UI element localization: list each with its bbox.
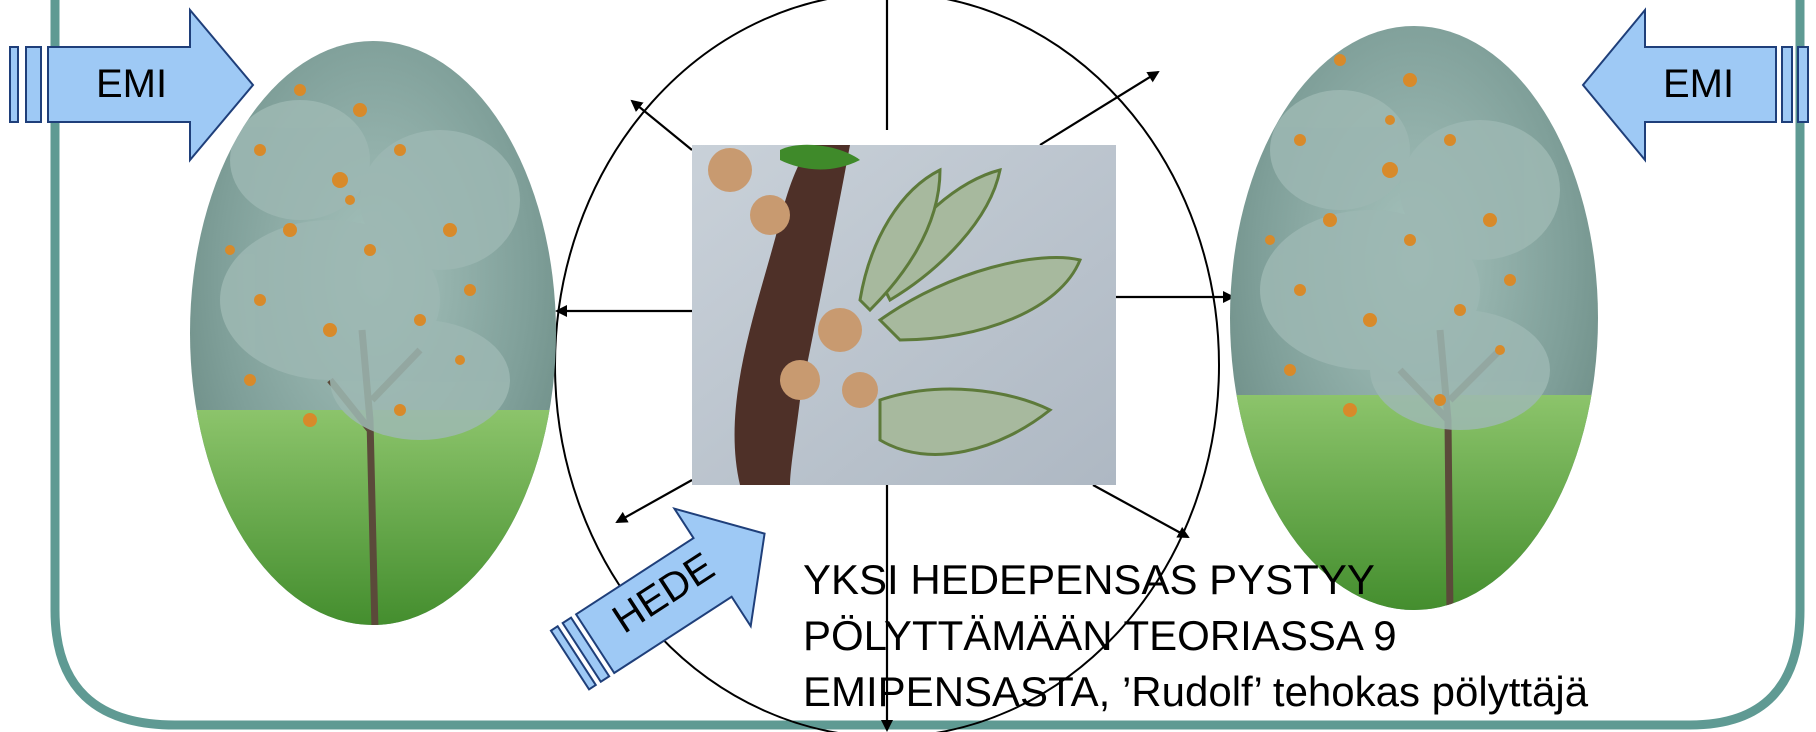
left-female-bush-photo [190, 40, 560, 640]
arrow-up-right [1040, 72, 1158, 145]
caption-line-1: YKSI HEDEPENSAS PYSTYY [803, 552, 1803, 608]
arrow-down-right [1093, 485, 1188, 537]
center-male-flower-photo [692, 145, 1116, 485]
caption-line-3: EMIPENSASTA, ’Rudolf’ tehokas pölyttäjä [803, 664, 1803, 720]
arrow-up-left [632, 101, 692, 150]
caption-line-2: PÖLYTTÄMÄÄN TEORIASSA 9 [803, 608, 1803, 664]
caption-text: YKSI HEDEPENSAS PYSTYY PÖLYTTÄMÄÄN TEORI… [803, 552, 1803, 720]
right-female-bush-photo [1230, 25, 1600, 625]
right-emi-label: EMI [1663, 62, 1734, 107]
left-emi-label: EMI [96, 62, 167, 107]
